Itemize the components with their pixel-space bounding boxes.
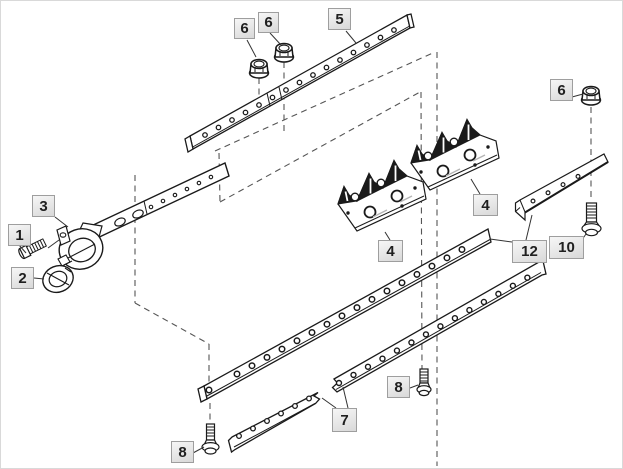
flange-nut-right — [580, 85, 602, 106]
callout-8a-label: 8 — [178, 443, 187, 461]
callout-10[interactable]: 10 — [549, 236, 584, 259]
callout-4a-label: 4 — [386, 242, 395, 260]
knife-head — [56, 162, 230, 270]
callout-3[interactable]: 3 — [32, 195, 55, 217]
angle-bracket — [514, 153, 609, 222]
callout-4b[interactable]: 4 — [473, 194, 498, 216]
callout-5[interactable]: 5 — [328, 8, 351, 30]
callout-6c[interactable]: 6 — [550, 79, 573, 101]
knife-section-right — [410, 118, 500, 191]
callout-1[interactable]: 1 — [8, 224, 31, 246]
callout-7[interactable]: 7 — [332, 408, 357, 432]
callout-4a[interactable]: 4 — [378, 240, 403, 262]
callout-12[interactable]: 12 — [512, 240, 547, 263]
carriage-bolt-left — [201, 423, 220, 455]
bushing — [42, 264, 74, 294]
callout-6b[interactable]: 6 — [258, 12, 279, 33]
hex-flange-bolt — [581, 202, 602, 237]
callout-6a[interactable]: 6 — [234, 18, 255, 39]
callout-2[interactable]: 2 — [11, 267, 34, 289]
callout-8a[interactable]: 8 — [171, 441, 194, 463]
callout-5-label: 5 — [335, 10, 344, 28]
top-bar — [184, 13, 415, 154]
short-bar — [227, 391, 321, 454]
callout-8b-label: 8 — [394, 378, 403, 396]
knife-section-left — [337, 159, 427, 232]
callout-7-label: 7 — [340, 411, 349, 429]
callout-6a-label: 6 — [240, 20, 249, 37]
callout-8b[interactable]: 8 — [387, 376, 410, 398]
callout-4b-label: 4 — [481, 196, 490, 214]
flange-nut-top-1 — [248, 58, 270, 79]
callout-1-label: 1 — [15, 226, 24, 244]
lower-bar — [331, 260, 547, 393]
callout-2-label: 2 — [18, 269, 27, 287]
leader-lines — [18, 30, 587, 454]
callout-6c-label: 6 — [557, 81, 566, 99]
callout-10-label: 10 — [558, 239, 575, 256]
upper-bar — [197, 228, 492, 403]
callout-3-label: 3 — [39, 197, 48, 215]
carriage-bolt-mid — [416, 368, 432, 397]
flange-nut-top-2 — [273, 42, 295, 63]
callout-6b-label: 6 — [264, 14, 273, 31]
callout-12-label: 12 — [521, 243, 538, 260]
